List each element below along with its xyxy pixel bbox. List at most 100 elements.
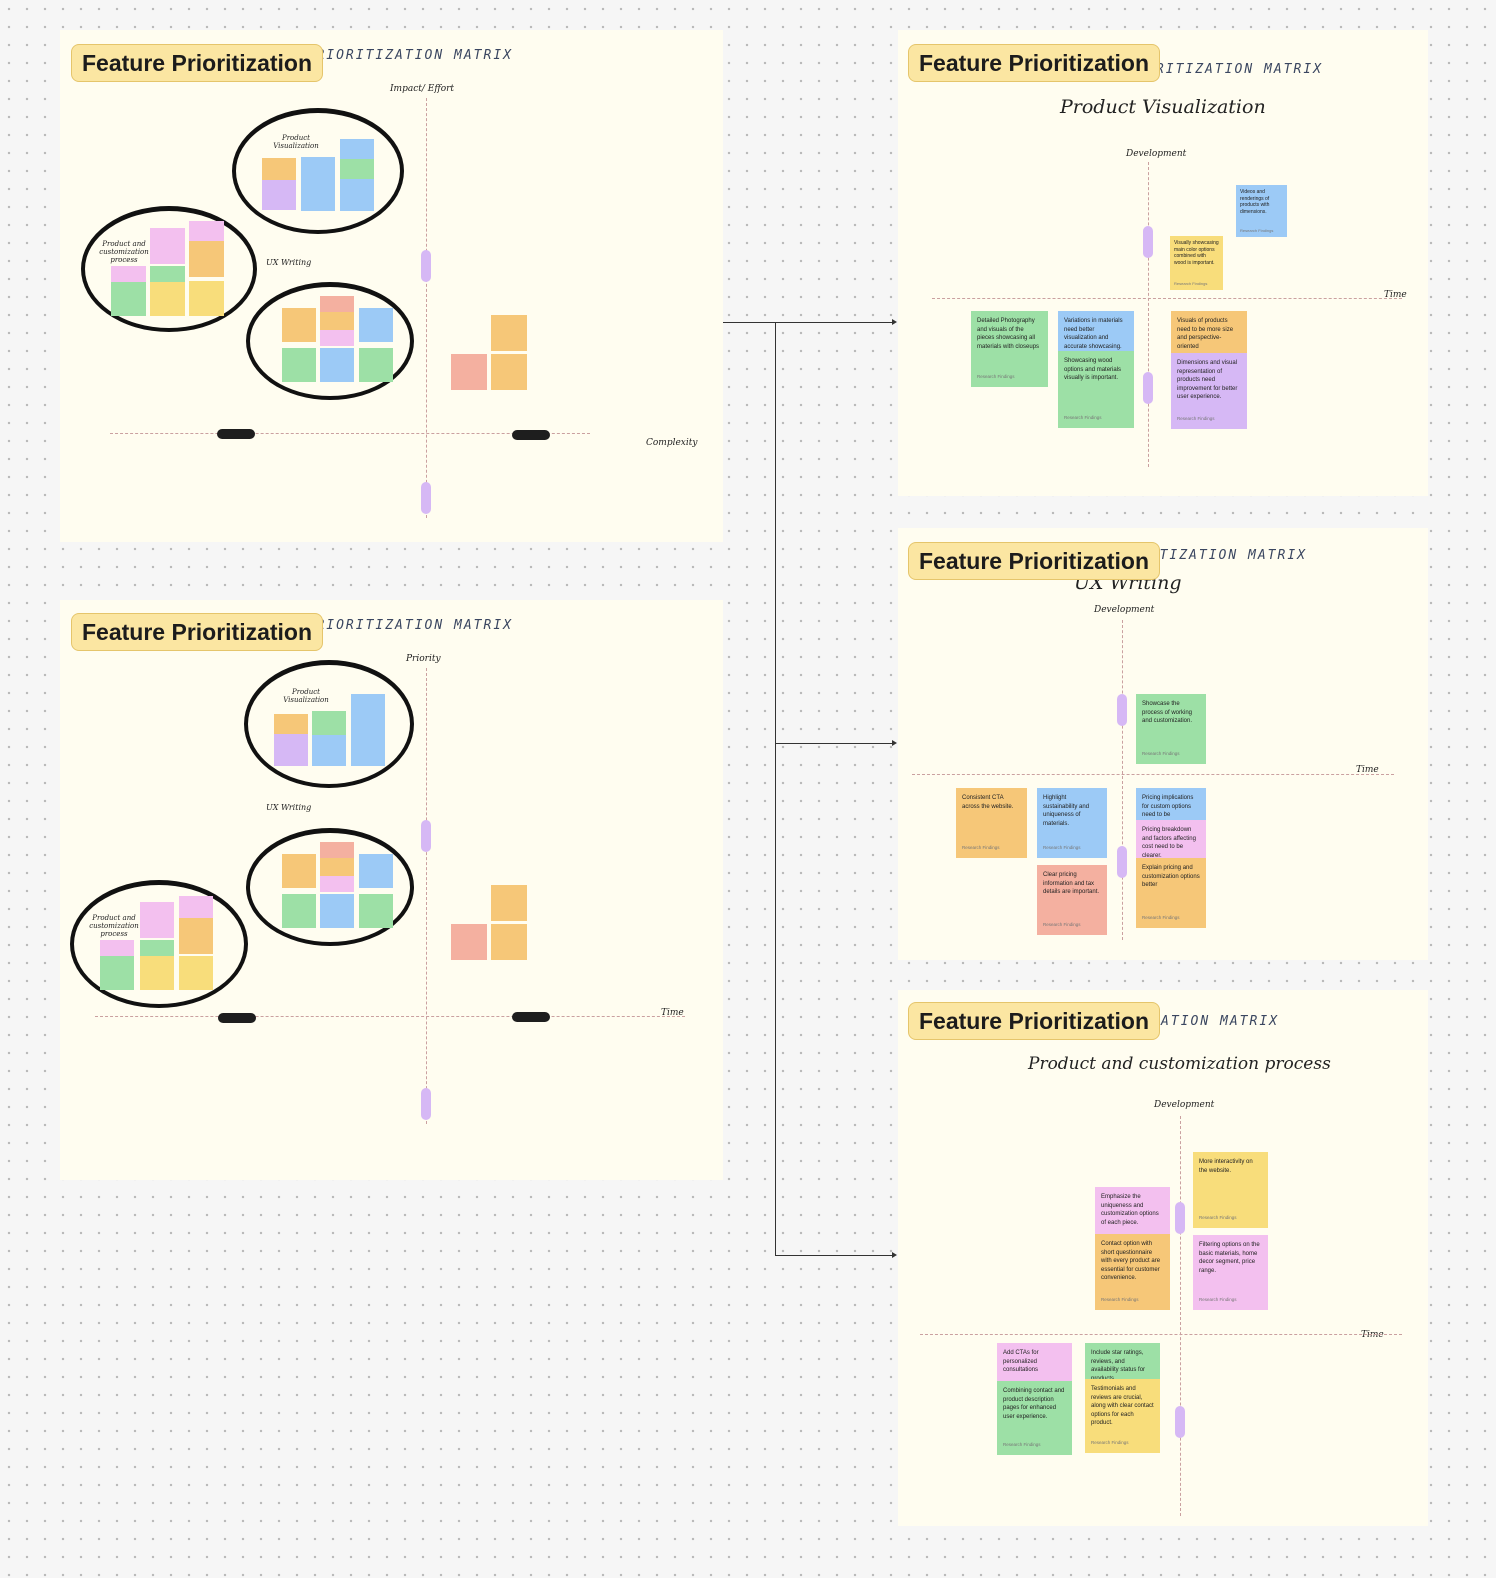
axis-handle[interactable] — [421, 482, 431, 514]
sticky-note[interactable]: Explain pricing and customization option… — [1136, 858, 1206, 928]
sticky-note[interactable] — [262, 180, 296, 210]
frame-chip[interactable]: Feature Prioritization — [71, 613, 324, 651]
sticky-note[interactable] — [301, 181, 335, 211]
sticky-note[interactable]: Showcasing wood options and materials vi… — [1058, 351, 1134, 428]
axis-handle[interactable] — [218, 1013, 256, 1023]
sticky-note[interactable]: Testimonials and reviews are crucial, al… — [1085, 1379, 1160, 1453]
sticky-note[interactable] — [282, 348, 316, 382]
sticky-note[interactable] — [359, 308, 393, 342]
sticky-note[interactable] — [111, 282, 146, 316]
frame-chip[interactable]: Feature Prioritization — [908, 542, 1161, 580]
sticky-note[interactable] — [150, 266, 185, 282]
matrix-frame-product-visualization[interactable]: Feature Prioritization FEATURE PRIORITIZ… — [898, 30, 1428, 496]
sticky-note[interactable] — [179, 896, 213, 918]
sticky-note[interactable] — [320, 312, 354, 330]
sticky-note[interactable] — [320, 876, 354, 892]
sticky-note[interactable] — [320, 894, 354, 928]
axis-handle[interactable] — [1175, 1406, 1185, 1438]
sticky-note[interactable] — [189, 281, 224, 316]
axis-handle[interactable] — [421, 250, 431, 282]
sticky-note[interactable] — [111, 266, 146, 282]
sticky-note[interactable] — [451, 924, 487, 960]
sticky-note[interactable] — [359, 348, 393, 382]
sticky-note[interactable] — [491, 924, 527, 960]
axis-handle[interactable] — [512, 430, 550, 440]
frame-chip[interactable]: Feature Prioritization — [71, 44, 324, 82]
sticky-note[interactable] — [359, 854, 393, 888]
sticky-note[interactable]: Include star ratings, reviews, and avail… — [1085, 1343, 1160, 1379]
sticky-note[interactable] — [150, 282, 185, 316]
sticky-note[interactable] — [140, 940, 174, 956]
sticky-note[interactable] — [140, 956, 174, 990]
sticky-note[interactable] — [491, 354, 527, 390]
sticky-note[interactable] — [179, 956, 213, 990]
axis-handle[interactable] — [1175, 1202, 1185, 1234]
sticky-note[interactable]: Visuals of products need to be more size… — [1171, 311, 1247, 353]
sticky-note[interactable] — [320, 858, 354, 876]
matrix-frame-ux-writing[interactable]: Feature Prioritization FEATURE PRIORITIZ… — [898, 528, 1428, 960]
axis-handle[interactable] — [217, 429, 255, 439]
sticky-note[interactable]: Clear pricing information and tax detail… — [1037, 865, 1107, 935]
sticky-note[interactable] — [100, 956, 134, 990]
sticky-note[interactable]: Dimensions and visual representation of … — [1171, 353, 1247, 429]
sticky-note[interactable]: Consistent CTA across the website.Resear… — [956, 788, 1027, 858]
sticky-note[interactable] — [340, 139, 374, 159]
sticky-note[interactable] — [282, 854, 316, 888]
sticky-note[interactable] — [320, 296, 354, 312]
cluster-outline — [81, 206, 257, 332]
matrix-frame-priority-time[interactable]: Feature Prioritization FEATURE PRIORITIZ… — [60, 600, 723, 1180]
matrix-frame-customization-process[interactable]: Feature Prioritization FEATURE PRIORITIZ… — [898, 990, 1428, 1526]
sticky-note[interactable] — [179, 918, 213, 954]
sticky-note[interactable]: Detailed Photography and visuals of the … — [971, 311, 1048, 387]
axis-handle[interactable] — [421, 1088, 431, 1120]
sticky-note[interactable] — [491, 315, 527, 351]
sticky-note[interactable]: Combining contact and product descriptio… — [997, 1381, 1072, 1455]
sticky-note[interactable] — [189, 241, 224, 277]
sticky-note[interactable]: Filtering options on the basic materials… — [1193, 1235, 1268, 1310]
sticky-note[interactable] — [140, 902, 174, 938]
sticky-note[interactable]: Emphasize the uniqueness and customizati… — [1095, 1187, 1170, 1234]
sticky-note[interactable]: Pricing implications for custom options … — [1136, 788, 1206, 820]
sticky-note[interactable] — [312, 735, 346, 766]
sticky-note[interactable]: Add CTAs for personalized consultations — [997, 1343, 1072, 1381]
sticky-note[interactable] — [351, 716, 385, 736]
sticky-note[interactable]: Variations in materials need better visu… — [1058, 311, 1134, 351]
sticky-note[interactable] — [312, 711, 346, 735]
sticky-note[interactable] — [301, 157, 335, 181]
sticky-note[interactable] — [451, 354, 487, 390]
sticky-note[interactable] — [351, 736, 385, 766]
sticky-note[interactable]: More interactivity on the website.Resear… — [1193, 1152, 1268, 1228]
sticky-note[interactable]: Highlight sustainability and uniqueness … — [1037, 788, 1107, 858]
axis-handle[interactable] — [1143, 372, 1153, 404]
sticky-note[interactable] — [491, 885, 527, 921]
axis-handle[interactable] — [1143, 226, 1153, 258]
sticky-note[interactable]: Videos and renderings of products with d… — [1236, 185, 1287, 237]
axis-handle[interactable] — [1117, 846, 1127, 878]
axis-handle[interactable] — [512, 1012, 550, 1022]
sticky-note[interactable] — [189, 221, 224, 241]
sticky-note[interactable]: Contact option with short questionnaire … — [1095, 1234, 1170, 1310]
sticky-note[interactable] — [351, 694, 385, 716]
sticky-note[interactable] — [320, 842, 354, 858]
sticky-note[interactable] — [100, 940, 134, 956]
sticky-note[interactable]: Showcase the process of working and cust… — [1136, 694, 1206, 764]
axis-handle[interactable] — [421, 820, 431, 852]
sticky-note[interactable] — [320, 348, 354, 382]
sticky-note[interactable] — [340, 159, 374, 179]
sticky-note[interactable] — [262, 158, 296, 180]
frame-chip[interactable]: Feature Prioritization — [908, 44, 1161, 82]
frame-chip[interactable]: Feature Prioritization — [908, 1002, 1161, 1040]
sticky-note[interactable] — [359, 894, 393, 928]
sticky-note[interactable] — [274, 714, 308, 734]
axis-handle[interactable] — [1117, 694, 1127, 726]
sticky-note[interactable] — [150, 228, 185, 264]
sticky-note[interactable]: Visually showcasing main color options c… — [1170, 236, 1223, 290]
sticky-note[interactable]: Pricing breakdown and factors affecting … — [1136, 820, 1206, 858]
matrix-frame-impact-effort[interactable]: Feature Prioritization FEATURE PRIORITIZ… — [60, 30, 723, 542]
sticky-note[interactable] — [340, 179, 374, 211]
sticky-note[interactable] — [320, 330, 354, 346]
sticky-note[interactable] — [282, 894, 316, 928]
sticky-note[interactable] — [282, 308, 316, 342]
sticky-note[interactable] — [274, 734, 308, 766]
